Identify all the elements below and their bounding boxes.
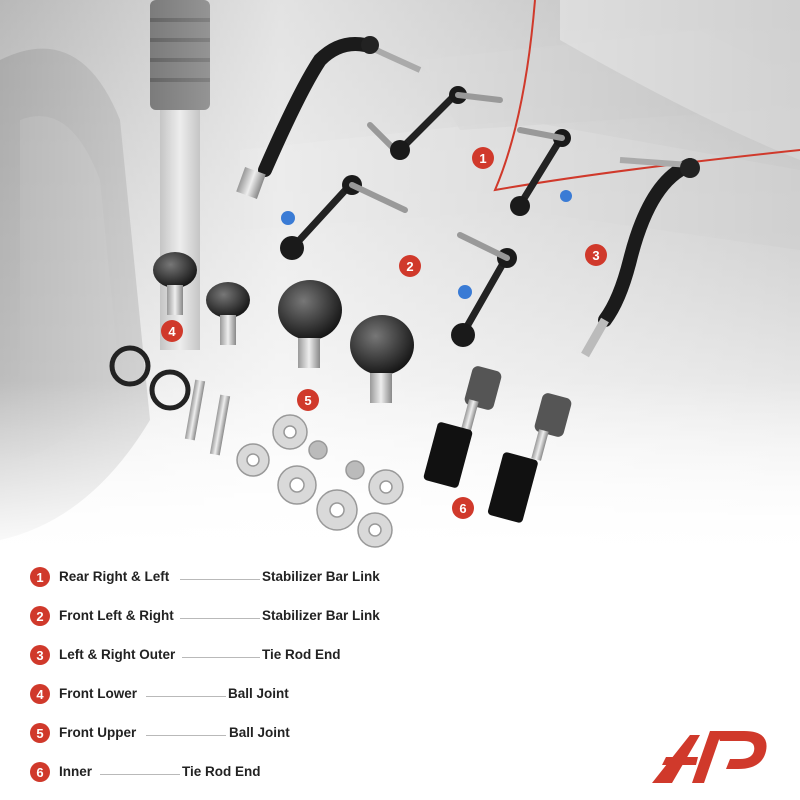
legend-number: 1 xyxy=(30,567,50,587)
hardware xyxy=(109,345,191,411)
callout-2: 2 xyxy=(399,255,421,277)
legend-part: Ball Joint xyxy=(228,686,289,701)
legend-divider xyxy=(146,735,226,736)
legend-part: Stabilizer Bar Link xyxy=(262,569,380,584)
rear-stabilizer-links-1 xyxy=(367,86,572,216)
legend-number: 2 xyxy=(30,606,50,626)
upper-ball-joints-5 xyxy=(278,280,414,403)
bolts xyxy=(184,379,231,456)
callout-1: 1 xyxy=(472,147,494,169)
legend-row-4: 4 Front Lower Ball Joint xyxy=(30,684,590,706)
legend-label: Inner xyxy=(59,764,93,779)
legend-row-6: 6 Inner Tie Rod End xyxy=(30,762,590,784)
legend-row-3: 3 Left & Right Outer Tie Rod End xyxy=(30,645,590,667)
front-stabilizer-links-2 xyxy=(280,175,517,347)
callout-6: 6 xyxy=(452,497,474,519)
legend-label: Front Left & Right xyxy=(59,608,174,623)
legend-label: Front Lower xyxy=(59,686,137,701)
legend-number: 4 xyxy=(30,684,50,704)
callout-4: 4 xyxy=(161,320,183,342)
legend-part: Tie Rod End xyxy=(182,764,261,779)
legend-divider xyxy=(146,696,226,697)
legend-number: 3 xyxy=(30,645,50,665)
legend-divider xyxy=(180,579,260,580)
legend-part: Stabilizer Bar Link xyxy=(262,608,380,623)
callout-3: 3 xyxy=(585,244,607,266)
legend-label: Left & Right Outer xyxy=(59,647,176,662)
outer-tie-rod-end-3 xyxy=(236,36,700,358)
legend-label: Front Upper xyxy=(59,725,137,740)
legend-row-2: 2 Front Left & Right Stabilizer Bar Link xyxy=(30,606,590,628)
legend-label: Rear Right & Left xyxy=(59,569,170,584)
brand-logo-icon xyxy=(652,731,767,783)
callout-5: 5 xyxy=(297,389,319,411)
legend-part: Ball Joint xyxy=(229,725,290,740)
lower-ball-joints-4 xyxy=(153,252,250,345)
product-photo xyxy=(0,0,800,560)
legend-number: 5 xyxy=(30,723,50,743)
legend-divider xyxy=(180,618,260,619)
legend-row-1: 1 Rear Right & Left Stabilizer Bar Link xyxy=(30,567,590,589)
legend-divider xyxy=(182,657,260,658)
legend-number: 6 xyxy=(30,762,50,782)
washers xyxy=(236,414,404,548)
legend-part: Tie Rod End xyxy=(262,647,341,662)
legend-divider xyxy=(100,774,180,775)
inner-tie-rod-ends-6 xyxy=(423,366,572,523)
legend-row-5: 5 Front Upper Ball Joint xyxy=(30,723,590,745)
